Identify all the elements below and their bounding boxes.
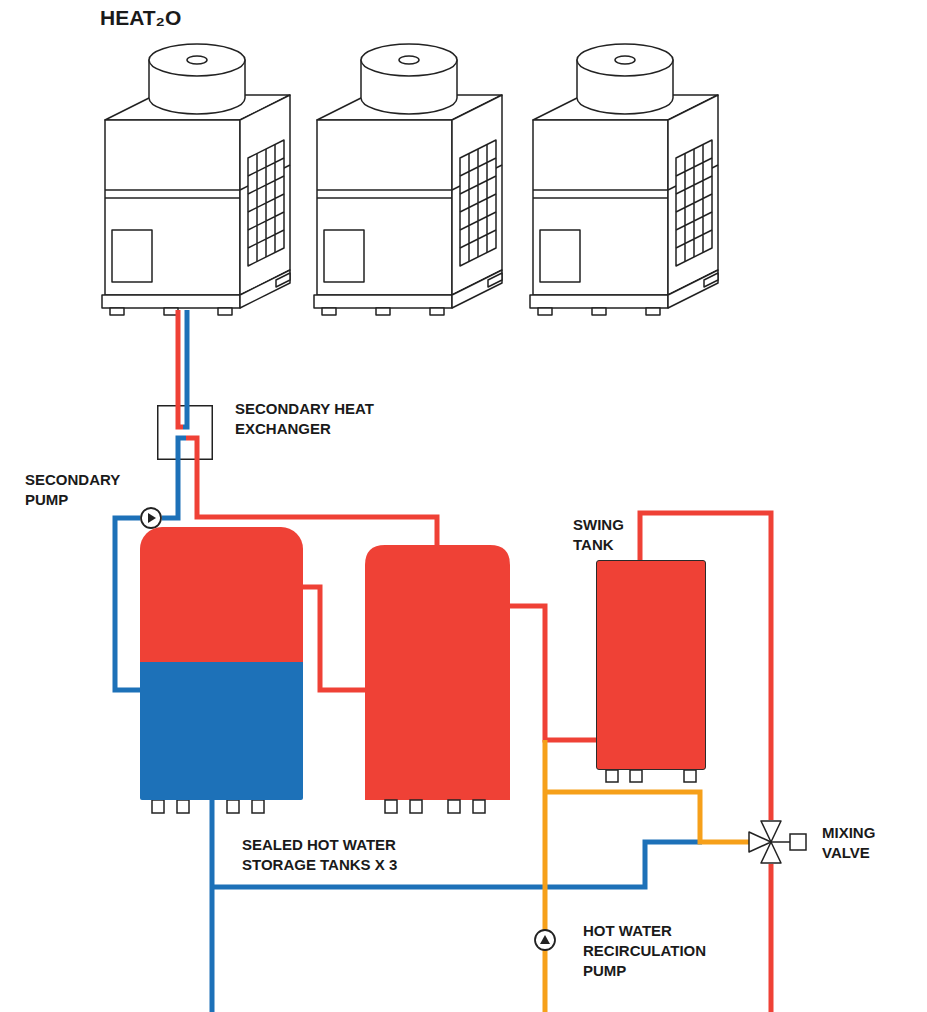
connector-group <box>115 460 771 820</box>
swing-tank: SWING TANK <box>596 560 706 770</box>
storage-tank: SEALED HOT WATER STORAGE TANKS X 3 <box>140 527 303 800</box>
flow-pipe <box>303 587 365 690</box>
tank-foot <box>227 800 239 813</box>
heat-pump-unit <box>314 44 502 315</box>
pump-casing <box>141 508 161 528</box>
tank-foot <box>385 800 397 813</box>
return-pipe <box>185 310 190 405</box>
mixing-valve: MIXING VALVE <box>748 820 810 864</box>
flow-pipe <box>510 606 596 740</box>
tank-foot <box>252 800 264 813</box>
heat-exchanger-symbol <box>157 405 213 460</box>
valve-stem <box>771 841 790 843</box>
recirculation-pipe <box>545 792 749 842</box>
pump-symbol: SECONDARY PUMP <box>140 507 162 529</box>
tank-foot <box>606 770 618 782</box>
tank-foot <box>630 770 642 782</box>
cold-feed-pipe <box>210 800 215 1012</box>
node-label: MIXING VALVE <box>822 823 900 863</box>
node-label: SECONDARY PUMP <box>25 470 130 510</box>
tank-foot <box>448 800 460 813</box>
node-label: SECONDARY HEAT EXCHANGER <box>235 399 395 439</box>
node-label: HOT WATER RECIRCULATION PUMP <box>583 921 721 981</box>
pipe-connector <box>162 460 178 518</box>
storage-tank <box>365 545 510 800</box>
node-label: SEALED HOT WATER STORAGE TANKS X 3 <box>242 835 420 875</box>
exchanger-circuit <box>178 405 183 427</box>
recirculation-pipe <box>543 740 548 1012</box>
heat-exchanger: SECONDARY HEAT EXCHANGER <box>157 405 213 460</box>
exchanger-circuit <box>183 405 187 427</box>
pump-symbol: HOT WATER RECIRCULATION PUMP <box>534 929 556 951</box>
pipe-connector <box>115 518 140 690</box>
exchanger-circuit <box>186 438 197 460</box>
heat-pump-unit <box>530 44 718 315</box>
pump-icon <box>140 507 162 529</box>
pump-icon <box>534 929 556 951</box>
exchanger-body <box>158 406 213 460</box>
tank-foot <box>473 800 485 813</box>
node-label: SWING TANK <box>573 515 635 555</box>
exchanger-circuit <box>178 438 186 460</box>
flow-pipe <box>176 310 181 405</box>
tank-foot <box>410 800 422 813</box>
heat-pump-unit <box>102 44 290 315</box>
valve-icon <box>748 820 810 864</box>
pump-casing <box>535 930 555 950</box>
tank-foot <box>684 770 696 782</box>
outlet-pipe <box>769 864 774 1012</box>
valve-actuator <box>790 834 806 850</box>
diagram-title: HEAT₂O <box>100 6 181 30</box>
tank-foot <box>177 800 189 813</box>
tank-foot <box>152 800 164 813</box>
valve-port <box>749 832 771 852</box>
pump-direction <box>148 513 156 523</box>
pump-direction <box>540 935 550 944</box>
